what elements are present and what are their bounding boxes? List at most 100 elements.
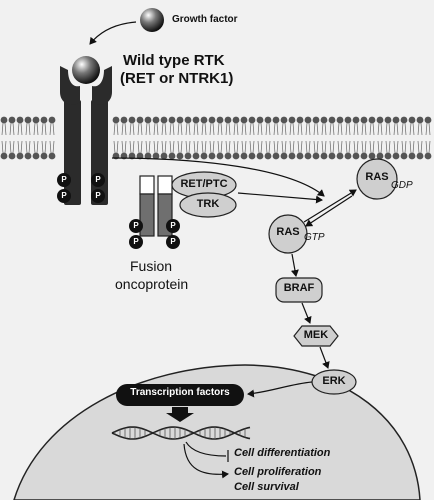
phosphate-icon <box>57 173 71 187</box>
lipid-head <box>424 116 432 124</box>
arrow-to-receptor <box>89 21 137 45</box>
ret-ptc-label: RET/PTC <box>180 178 228 190</box>
lipid-tail <box>249 140 255 154</box>
lipid-head <box>424 152 432 160</box>
lipid-head <box>376 152 384 160</box>
transcription-factors-box <box>116 384 244 406</box>
lipid-tail <box>225 122 231 136</box>
lipid-tail <box>145 122 151 136</box>
fusion-oncoprotein <box>139 175 173 237</box>
lipid-head <box>216 116 224 124</box>
nucleus <box>13 364 421 500</box>
lipid-tail <box>361 122 367 136</box>
lipid-tail <box>281 122 287 136</box>
phosphate-label: P <box>133 221 139 230</box>
phosphate-icon <box>91 189 105 203</box>
lipid-tail <box>409 140 415 154</box>
phosphate-label: P <box>61 175 67 184</box>
phosphate-icon <box>129 219 143 233</box>
lipid-head <box>296 116 304 124</box>
lipid-head <box>32 152 40 160</box>
lipid-head <box>344 116 352 124</box>
lipid-head <box>232 116 240 124</box>
lipid-head <box>304 116 312 124</box>
lipid-tail <box>137 140 143 154</box>
lipid-head <box>0 116 8 124</box>
lipid-tail <box>33 122 39 136</box>
lipid-head <box>128 116 136 124</box>
lipid-tail <box>377 140 383 154</box>
trk-label: TRK <box>196 198 220 210</box>
lipid-head <box>392 116 400 124</box>
arrow-erk-to-tf <box>247 381 313 398</box>
gtp-label: GTP <box>304 232 325 243</box>
lipid-head <box>136 116 144 124</box>
lipid-tail <box>345 122 351 136</box>
lipid-tail <box>49 140 55 154</box>
lipid-head <box>16 116 24 124</box>
lipid-tail <box>9 140 15 154</box>
lipid-tail <box>193 122 199 136</box>
lipid-tail <box>353 122 359 136</box>
lipid-head <box>216 152 224 160</box>
lipid-head <box>320 116 328 124</box>
lipid-tail <box>209 122 215 136</box>
lipid-tail <box>129 122 135 136</box>
lipid-head <box>8 152 16 160</box>
arrow-ras-gtp-to-gdp <box>303 189 357 223</box>
lipid-tail <box>409 122 415 136</box>
lipid-tail <box>401 122 407 136</box>
trk-oval <box>179 192 237 218</box>
lipid-tail <box>393 122 399 136</box>
lipid-tail <box>113 140 119 154</box>
lipid-tail <box>369 122 375 136</box>
lipid-head <box>264 152 272 160</box>
lipid-head <box>280 116 288 124</box>
lipid-tail <box>201 122 207 136</box>
lipid-tail <box>161 122 167 136</box>
fusion-label-line1: Fusion <box>130 258 173 274</box>
lipid-head <box>400 116 408 124</box>
lipid-tail <box>345 140 351 154</box>
lipid-head <box>176 116 184 124</box>
lipid-tail <box>169 122 175 136</box>
lipid-head <box>384 116 392 124</box>
lipid-head <box>280 152 288 160</box>
lipid-tail <box>185 140 191 154</box>
lipid-head <box>320 152 328 160</box>
lipid-tail <box>25 122 31 136</box>
lipid-head <box>272 116 280 124</box>
lipid-head <box>368 152 376 160</box>
phosphate-icon <box>166 235 180 249</box>
lipid-tail <box>33 140 39 154</box>
lipid-tail <box>225 140 231 154</box>
braf-label: BRAF <box>283 282 315 294</box>
lipid-head <box>336 116 344 124</box>
lipid-head <box>416 152 424 160</box>
lipid-tail <box>25 140 31 154</box>
ras-gdp-node <box>356 158 398 200</box>
phosphate-icon <box>91 173 105 187</box>
lipid-head <box>288 116 296 124</box>
lipid-tail <box>217 140 223 154</box>
lipid-head <box>240 152 248 160</box>
lipid-head <box>304 152 312 160</box>
lipid-head <box>144 116 152 124</box>
transcription-factors-label: Transcription factors <box>130 387 230 398</box>
growth-factor-legend-ball <box>140 8 164 32</box>
lipid-head <box>312 152 320 160</box>
lipid-head <box>184 152 192 160</box>
arrow-mek-to-erk <box>319 346 330 369</box>
lipid-tail <box>1 122 7 136</box>
transcription-arrow-icon <box>166 407 194 422</box>
phosphate-icon <box>129 235 143 249</box>
lipid-tail <box>337 140 343 154</box>
phosphate-label: P <box>61 191 67 200</box>
lipid-tail <box>305 140 311 154</box>
ras-gtp-label: RAS <box>276 226 300 238</box>
lipid-head <box>208 152 216 160</box>
lipid-tail <box>385 122 391 136</box>
lipid-head <box>152 152 160 160</box>
lipid-head <box>288 152 296 160</box>
lipid-tail <box>169 140 175 154</box>
